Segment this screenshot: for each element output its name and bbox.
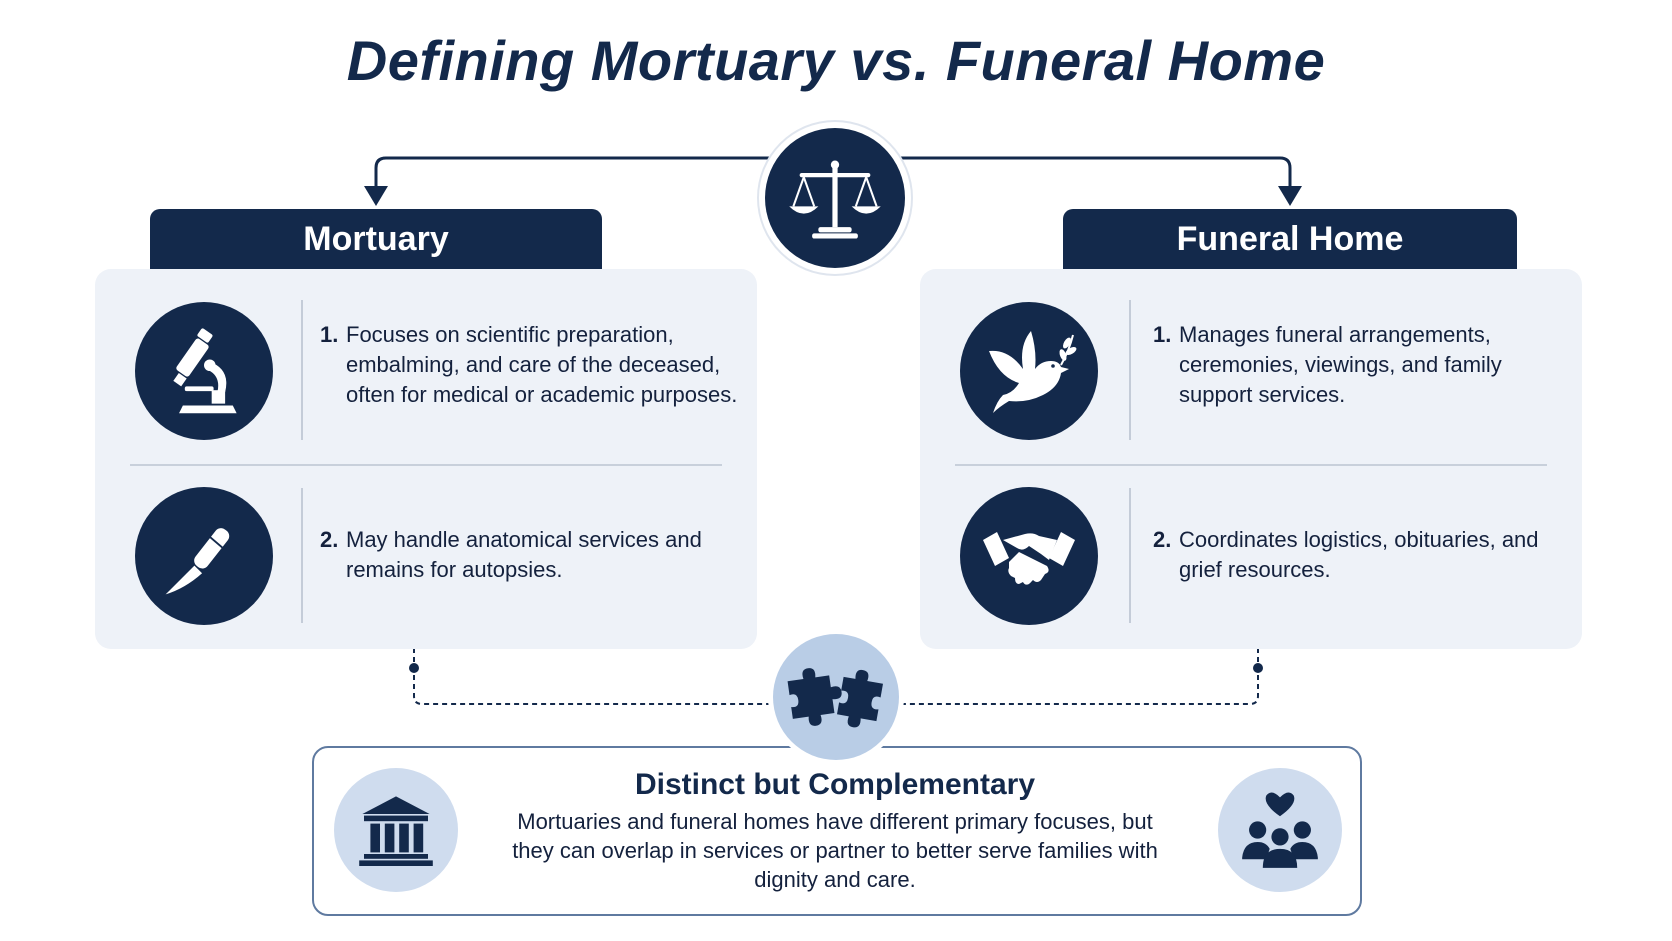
- funeral-home-item-2-divider: [1129, 488, 1131, 623]
- mortuary-item-2-text: May handle anatomical services and remai…: [346, 527, 702, 582]
- mortuary-item-1-divider: [301, 300, 303, 440]
- funeral-home-item-1-number: 1.: [1153, 322, 1172, 347]
- center-hub: [765, 128, 905, 268]
- mortuary-item-1: 1. Focuses on scientific preparation, em…: [320, 320, 740, 410]
- funeral-home-item-2-number: 2.: [1153, 527, 1172, 552]
- page-title: Defining Mortuary vs. Funeral Home: [346, 29, 1326, 92]
- funeral-home-item-2-text: Coordinates logistics, obituaries, and g…: [1179, 527, 1539, 582]
- funeral-home-heading-tab: Funeral Home: [1063, 209, 1517, 269]
- institution-building-icon: [359, 796, 433, 866]
- mortuary-item-2: 2. May handle anatomical services and re…: [320, 525, 740, 585]
- puzzle-pieces-icon: [787, 668, 883, 728]
- funeral-home-item-1-text: Manages funeral arrangements, ceremonies…: [1179, 322, 1502, 407]
- scales-of-justice-icon: [789, 160, 881, 239]
- microscope-icon: [173, 328, 237, 414]
- summary-title: Distinct but Complementary: [634, 768, 1036, 801]
- mortuary-item-1-text: Focuses on scientific preparation, embal…: [346, 322, 738, 407]
- mortuary-item-1-number: 1.: [320, 322, 339, 347]
- funeral-home-item-1-icon-circle: [960, 302, 1098, 440]
- summary-left-icon-circle: [334, 768, 458, 892]
- funeral-home-heading: Funeral Home: [1176, 219, 1404, 258]
- handshake-icon: [983, 532, 1075, 585]
- mortuary-item-2-divider: [301, 488, 303, 623]
- funeral-home-item-1-divider: [1129, 300, 1131, 440]
- mortuary-item-1-icon-circle: [135, 302, 273, 440]
- funeral-home-item-2: 2. Coordinates logistics, obituaries, an…: [1153, 525, 1563, 585]
- funeral-home-row-separator: [955, 464, 1547, 466]
- dove-icon: [989, 331, 1077, 413]
- mortuary-row-separator: [130, 464, 722, 466]
- mortuary-heading-tab: Mortuary: [150, 209, 602, 269]
- scalpel-icon: [165, 528, 230, 595]
- family-heart-icon: [1242, 792, 1318, 868]
- summary-body: Mortuaries and funeral homes have differ…: [512, 809, 1158, 892]
- summary-right-icon-circle: [1218, 768, 1342, 892]
- funeral-home-item-1: 1. Manages funeral arrangements, ceremon…: [1153, 320, 1563, 410]
- mortuary-item-2-number: 2.: [320, 527, 339, 552]
- mortuary-item-2-icon-circle: [135, 487, 273, 625]
- funeral-home-item-2-icon-circle: [960, 487, 1098, 625]
- mortuary-heading: Mortuary: [303, 219, 449, 258]
- puzzle-hub: [773, 634, 899, 760]
